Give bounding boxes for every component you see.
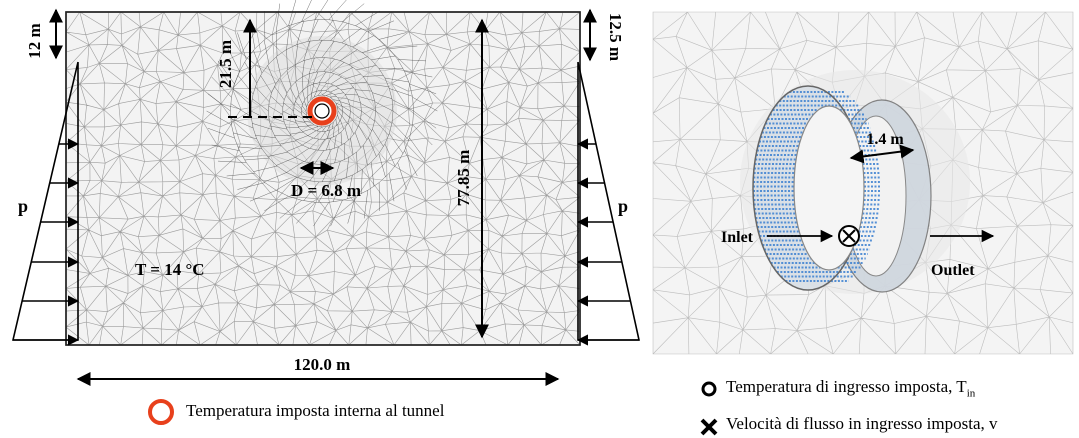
inlet-velocity-legend-icon <box>700 418 718 436</box>
right-pressure-label: p <box>618 196 628 216</box>
depth-label: 21.5 m <box>216 40 235 88</box>
diameter-label: D = 6.8 m <box>291 181 361 200</box>
refined-mesh-lines <box>206 0 438 227</box>
left-pressure-distribution: p <box>11 61 80 346</box>
mesh-lines <box>65 11 581 346</box>
outlet-label: Outlet <box>931 262 975 279</box>
inlet-temperature-legend-icon <box>701 381 717 397</box>
inlet-velocity-legend-text: Velocità di flusso in ingresso imposta, … <box>726 414 998 433</box>
top-left-label: 12 m <box>25 23 44 58</box>
inlet-temperature-legend-text: Temperatura di ingresso imposta, Tin <box>726 377 976 400</box>
right-mesh-panel: 1.4 m Inlet Outlet <box>652 11 1074 355</box>
left-pressure-label: p <box>18 196 28 216</box>
tunnel-temperature-legend-icon <box>148 399 174 425</box>
ring-surface-mesh <box>753 91 881 282</box>
ring-width-label: 1.4 m <box>866 131 904 148</box>
left-mesh-panel: 21.5 m D = 6.8 m 77.85 m T = 14 °C <box>65 0 581 346</box>
right-pressure-distribution: p <box>576 61 640 346</box>
top-right-label: 12.5 m <box>606 13 625 61</box>
tunnel-temperature-legend-text: Temperatura imposta interna al tunnel <box>186 401 445 420</box>
ring-width-arrow <box>849 144 915 164</box>
width-label: 120.0 m <box>294 355 351 374</box>
inlet-label: Inlet <box>721 229 754 246</box>
temperature-label: T = 14 °C <box>135 260 205 279</box>
height-label: 77.85 m <box>454 150 473 207</box>
